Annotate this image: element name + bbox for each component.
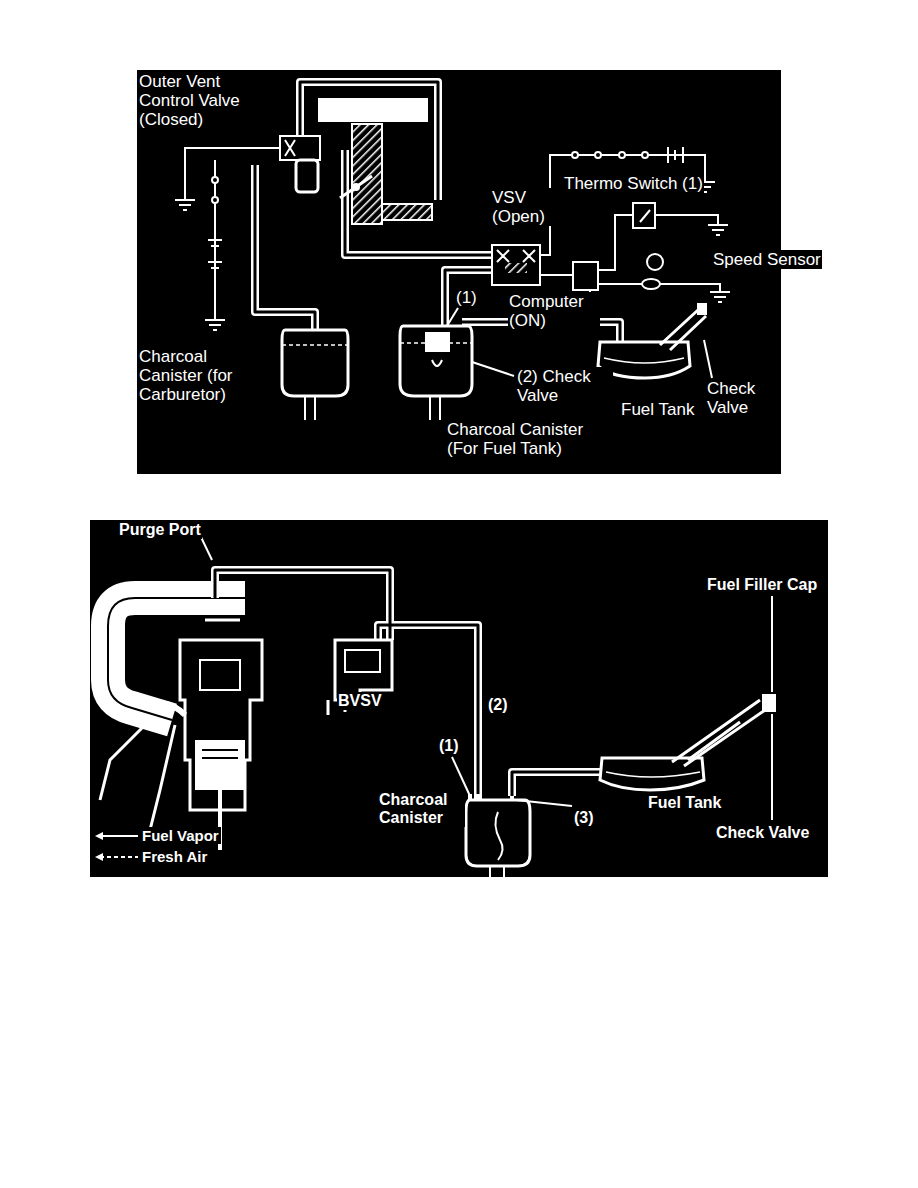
- part-label: Charcoal Canister: [378, 791, 465, 827]
- part-label: Fuel Tank: [620, 400, 695, 419]
- part-label: Fuel Tank: [647, 794, 723, 812]
- part-label: Computer (ON): [508, 292, 600, 330]
- part-label: Charcoal Canister (For Fuel Tank): [446, 420, 588, 458]
- part-label: VSV (Open): [491, 188, 563, 226]
- legend-sample: [94, 850, 140, 864]
- part-label: Fuel Filler Cap: [706, 576, 818, 594]
- legend-entry: Fuel Vapor: [94, 827, 221, 844]
- part-label: BVSV: [337, 692, 383, 710]
- legend-entry: Fresh Air: [94, 848, 209, 865]
- callout-number: (1): [455, 288, 478, 307]
- panel: [137, 70, 781, 474]
- part-label: Thermo Switch (1): [563, 174, 704, 193]
- legend-text: Fresh Air: [140, 848, 209, 865]
- callout-number: (3): [573, 809, 595, 827]
- part-label: Charcoal Canister (for Carburetor): [138, 347, 270, 404]
- part-label: Purge Port: [118, 521, 202, 539]
- part-label: Check Valve: [706, 379, 778, 417]
- callout-number: (2): [487, 696, 509, 714]
- legend-sample: [94, 829, 140, 843]
- callout-number: (1): [438, 737, 460, 755]
- legend-text: Fuel Vapor: [140, 827, 221, 844]
- part-label: Outer Vent Control Valve (Closed): [138, 72, 258, 129]
- part-label: (2) Check Valve: [516, 367, 613, 405]
- part-label: Speed Sensor: [712, 250, 822, 269]
- part-label: Check Valve: [715, 824, 810, 842]
- panel: [90, 520, 828, 877]
